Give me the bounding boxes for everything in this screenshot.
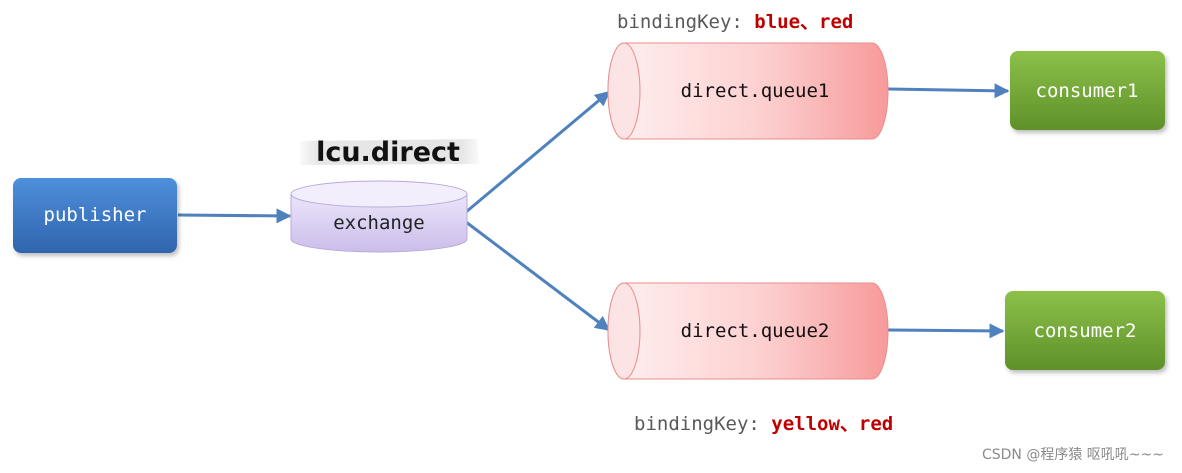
queue2-node — [607, 282, 889, 380]
consumer1-node — [1010, 51, 1165, 130]
exchange-body — [290, 193, 468, 253]
publisher-box — [13, 178, 177, 253]
publisher-node — [13, 178, 177, 253]
consumer1-label: consumer1 — [1036, 80, 1139, 102]
queue1-cap — [607, 42, 641, 140]
consumer1-box — [1010, 51, 1165, 130]
connector-arrows — [177, 83, 1010, 339]
queue1-binding-keys: blue、red — [754, 11, 853, 33]
consumer2-box — [1005, 291, 1165, 370]
arrow-queue2-to-consumer2 — [887, 323, 1005, 339]
consumer2-label: consumer2 — [1034, 320, 1137, 342]
arrow-exchange-to-queue1 — [465, 90, 611, 214]
exchange-label: exchange — [333, 212, 425, 234]
arrow-queue1-to-consumer1 — [887, 83, 1010, 99]
queue1-label: direct.queue1 — [681, 80, 830, 102]
queue1-binding-prefix: bindingKey: — [617, 11, 754, 33]
queue2-binding-label: bindingKey: yellow、red — [634, 413, 893, 435]
queue1-node — [607, 42, 889, 140]
arrow-publisher-to-exchange — [177, 208, 292, 224]
queue2-cap — [607, 282, 641, 380]
queue2-binding-keys: yellow、red — [771, 413, 893, 435]
watermark-text: CSDN @程序猿 呕吼吼~~~ — [981, 447, 1164, 463]
queue2-binding-prefix: bindingKey: — [634, 413, 771, 435]
exchange-name-highlight — [300, 139, 479, 165]
arrow-exchange-to-queue2 — [465, 220, 611, 332]
exchange-name: lcu.direct — [316, 137, 460, 168]
exchange-top — [290, 180, 468, 208]
queue1-binding-label: bindingKey: blue、red — [617, 11, 853, 33]
publisher-label: publisher — [44, 204, 147, 226]
exchange-node — [290, 180, 468, 253]
consumer2-node — [1005, 291, 1165, 370]
queue2-label: direct.queue2 — [681, 320, 830, 342]
